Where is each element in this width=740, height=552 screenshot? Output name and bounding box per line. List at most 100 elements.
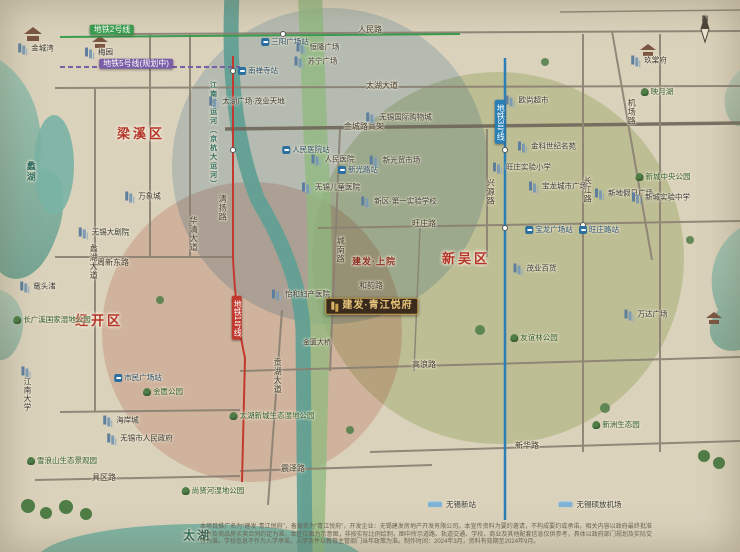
project-main: 建发·青江悦府 — [325, 297, 419, 315]
poi-oushang-supermarket: 欧尚超市 — [505, 95, 549, 105]
mountain-left — [0, 60, 64, 361]
road-heyunlu: 和韵路 — [359, 280, 383, 290]
poi-icon — [78, 227, 82, 237]
project-shangyuan-text: 建发·上院 — [352, 256, 396, 267]
poi-jinke-shiji-mingyuan: 金科世纪名苑 — [518, 141, 576, 151]
park-icon — [27, 457, 35, 465]
park-youyilin-text: 友谊林公园 — [520, 333, 558, 343]
poi-wanda-plaza: 万达广场 — [624, 309, 668, 319]
poi-icon — [21, 366, 25, 376]
poi-icon — [302, 182, 305, 192]
poi-icon — [107, 433, 111, 443]
park-changguangxi-text: 长广溪国家湿地公园 — [23, 315, 91, 325]
station-baolong-guangchang: 宝龙广场站 — [525, 226, 573, 234]
project-shangyuan: 建发·上院 — [352, 256, 396, 267]
poi-xincheng-experimental-school: 新城实验中学 — [632, 192, 690, 202]
road-huaqing-dadao: 华清大道 — [189, 216, 199, 252]
poi-icon — [209, 96, 213, 106]
station-renmin-yiyuan-text: 人民医院站 — [292, 145, 330, 155]
compass-needle-icon — [700, 14, 710, 44]
park-yingyuehu: 映月湖 — [640, 88, 673, 96]
poi-icon — [125, 191, 129, 201]
poi-meiyuan: 梅园 — [85, 47, 113, 57]
road-taihu-dadao: 太湖大道 — [366, 81, 398, 90]
road-changjianglu: 长江路 — [583, 177, 592, 204]
project-main-text: 建发·青江悦府 — [342, 299, 413, 311]
poi-suning-plaza-text: 苏宁广场 — [307, 56, 338, 66]
poi-icon — [369, 155, 373, 165]
park-xinzhou-eco-garden: 新洲生态园 — [592, 421, 640, 429]
park-icon — [510, 334, 519, 342]
station-xinguanglu: 新光路站 — [338, 166, 378, 174]
station-wangzhuanglu-text: 旺庄路站 — [589, 225, 619, 235]
poi-jiutangfu: 玖棠府 — [631, 55, 667, 65]
station-icon — [282, 146, 291, 154]
road-heyunlu-text: 和韵路 — [359, 280, 383, 290]
poi-yuantouzhu: 鼋头渚 — [20, 281, 56, 291]
road-xingyuanlu-text: 兴源路 — [486, 178, 496, 206]
district-liangxi-text: 梁溪区 — [116, 126, 166, 142]
road-xinhualu: 新华路 — [515, 440, 539, 450]
poi-icon — [294, 56, 298, 66]
poi-renmin-hospital: 人民医院 — [311, 154, 355, 164]
district-jingkai: 经开区 — [75, 314, 123, 328]
poi-wuxi-intl-shopping-text: 无锡国际购物城 — [379, 112, 432, 122]
park-xinzhou-eco-garden-text: 新洲生态园 — [602, 420, 640, 430]
disclaimer-text: 本项目推广名为“建发·青江悦府”，备案名为“青江悦府”，开发企业：无锡建发房地产… — [200, 524, 652, 545]
road-huaqing-dadao-text: 华清大道 — [189, 216, 199, 252]
poi-wuxi-childrens-hospital: 无锡儿童医院 — [302, 182, 360, 192]
poi-xinqu-first-experimental-school: 新区·第一实验学校 — [361, 196, 437, 206]
station-wangzhuanglu: 旺庄路站 — [579, 226, 619, 234]
park-xincheng-central-park-text: 新城中央公园 — [645, 172, 691, 182]
poi-haiancheng: 海岸城 — [103, 415, 139, 425]
poi-icon — [18, 43, 22, 53]
airport-icon — [558, 502, 573, 508]
poi-jiutangfu-text: 玖棠府 — [644, 55, 667, 65]
road-gaolanglu: 高浪路 — [412, 360, 436, 369]
poi-jinke-shiji-mingyuan-text: 金科世纪名苑 — [531, 141, 576, 151]
road-gonghu-dadao-text: 贡湖大道 — [273, 358, 283, 394]
poi-wuxi-new-station-text: 无锡新站 — [446, 500, 476, 510]
lihu-lake-shape — [34, 115, 74, 215]
road-xinhualu-text: 新华路 — [515, 440, 539, 450]
station-icon — [338, 166, 346, 174]
park-icon — [143, 388, 151, 396]
poi-haiancheng-text: 海岸城 — [116, 415, 139, 425]
road-jinchenglu-gaojia: 金城路高架 — [344, 122, 384, 131]
poi-icon — [624, 309, 628, 319]
park-taihu-xincheng-wetland: 太湖新城生态湿地公园 — [229, 411, 315, 421]
park-xincheng-central-park: 新城中央公园 — [635, 172, 691, 182]
road-qingyanglu-text: 清扬路 — [218, 194, 228, 222]
poi-icon — [632, 192, 635, 202]
road-renminlu-text: 人民路 — [358, 24, 382, 34]
poi-icon — [272, 289, 275, 299]
road-juqulu: 具区路 — [92, 473, 116, 482]
road-wangzhuanglu: 旺庄路 — [412, 219, 436, 228]
trees-bottom-left — [21, 450, 725, 520]
road-xingyuanlu: 兴源路 — [486, 178, 496, 206]
station-icon — [114, 374, 123, 382]
poi-icon — [296, 42, 300, 52]
park-icon — [229, 412, 238, 420]
poi-icon — [366, 112, 370, 122]
bridge-jinkui: 金匮大桥 — [303, 339, 331, 346]
poi-wuxi-government-text: 无锡市人民政府 — [120, 433, 173, 443]
road-qingyanglu: 清扬路 — [218, 194, 228, 222]
poi-icon — [518, 141, 521, 151]
metro-line5-badge-text: 地铁5号线(规划中) — [103, 58, 169, 68]
poi-icon — [505, 95, 509, 105]
poi-oushang-supermarket-text: 欧尚超市 — [518, 95, 549, 105]
poi-xinqu-first-experimental-school-text: 新区·第一实验学校 — [374, 196, 437, 206]
poi-shuofang-airport: 无锡硕放机场 — [558, 501, 622, 509]
park-shangxianhe-wetland: 尚贤河湿地公园 — [181, 486, 245, 496]
park-taihu-xincheng-wetland-text: 太湖新城生态湿地公园 — [239, 411, 315, 421]
lake-taihu: 太湖 — [183, 530, 211, 543]
road-zhouxin-donglu-text: 周新东路 — [97, 257, 129, 267]
station-icon — [525, 226, 534, 234]
poi-yuantouzhu-text: 鼋头渚 — [33, 281, 56, 291]
poi-jiangnan-university-text: 江南大学 — [22, 377, 32, 412]
park-icon — [181, 487, 190, 495]
airport-icon — [428, 502, 442, 508]
park-shangxianhe-wetland-text: 尚贤河湿地公园 — [191, 486, 245, 496]
